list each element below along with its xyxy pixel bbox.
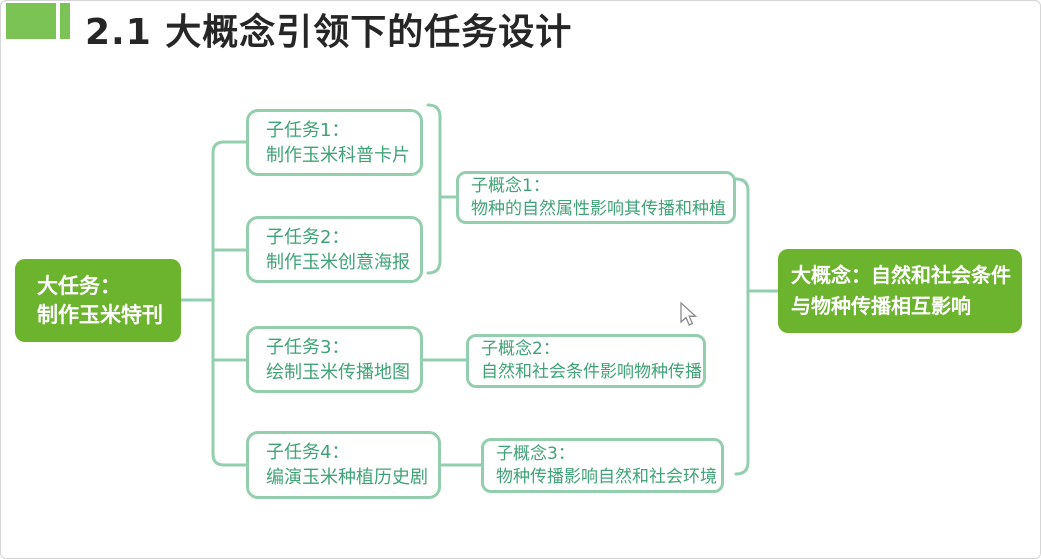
node-subtask-1: 子任务1： 制作玉米科普卡片 xyxy=(246,109,423,176)
big-task-line2: 制作玉米特刊 xyxy=(37,302,163,327)
connector-trunk xyxy=(211,140,248,467)
brace-subtask12 xyxy=(426,103,442,275)
big-task-line1: 大任务： xyxy=(37,273,121,298)
brace-concepts xyxy=(734,177,750,476)
node-sub-concept-2: 子概念2： 自然和社会条件影响物种传播 xyxy=(466,334,706,388)
title-marker-bar-icon xyxy=(60,3,70,39)
title-marker-square-icon xyxy=(6,3,56,39)
sub-concept-3-label: 子概念3： xyxy=(496,443,575,464)
sub-concept-2-label: 子概念2： xyxy=(481,339,560,359)
big-concept-line1: 大概念：自然和社会条件 xyxy=(791,263,1011,287)
sub-concept-2-desc: 自然和社会条件影响物种传播 xyxy=(481,362,702,382)
node-subtask-3: 子任务3： 绘制玉米传播地图 xyxy=(246,326,423,393)
node-big-concept: 大概念：自然和社会条件 与物种传播相互影响 xyxy=(778,249,1022,333)
subtask-2-label: 子任务2： xyxy=(266,226,350,248)
slide-title: 2.1 大概念引领下的任务设计 xyxy=(85,12,573,53)
node-subtask-4: 子任务4： 编演玉米种植历史剧 xyxy=(246,431,441,499)
sub-concept-3-desc: 物种传播影响自然和社会环境 xyxy=(496,466,717,487)
sub-concept-1-desc: 物种的自然属性影响其传播和种植 xyxy=(471,198,726,219)
subtask-3-label: 子任务3： xyxy=(266,336,350,358)
node-subtask-2: 子任务2： 制作玉米创意海报 xyxy=(246,216,423,283)
node-sub-concept-1: 子概念1： 物种的自然属性影响其传播和种植 xyxy=(456,171,736,224)
big-concept-line2: 与物种传播相互影响 xyxy=(791,294,971,318)
subtask-3-desc: 绘制玉米传播地图 xyxy=(266,361,410,383)
subtask-1-desc: 制作玉米科普卡片 xyxy=(266,144,410,166)
mouse-cursor-icon xyxy=(680,301,698,326)
subtask-2-desc: 制作玉米创意海报 xyxy=(266,251,410,273)
node-big-task: 大任务： 制作玉米特刊 xyxy=(15,259,181,342)
node-sub-concept-3: 子概念3： 物种传播影响自然和社会环境 xyxy=(481,438,724,493)
sub-concept-1-label: 子概念1： xyxy=(471,175,550,196)
subtask-4-label: 子任务4： xyxy=(266,442,350,463)
subtask-4-desc: 编演玉米种植历史剧 xyxy=(266,467,428,488)
subtask-1-label: 子任务1： xyxy=(266,119,350,141)
